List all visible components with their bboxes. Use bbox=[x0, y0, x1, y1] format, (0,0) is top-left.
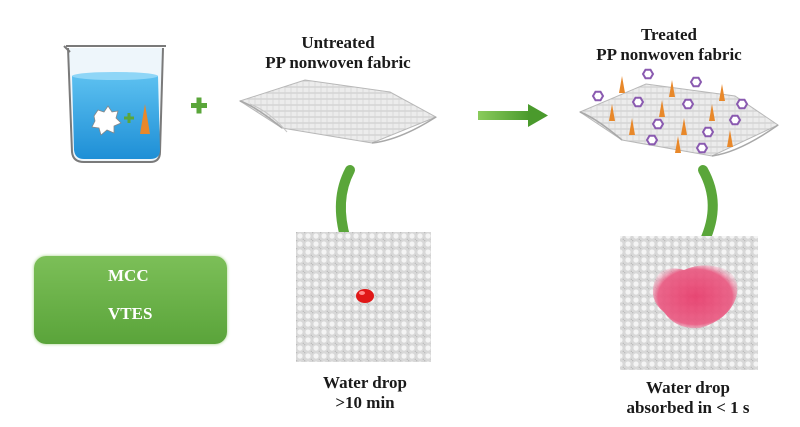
untreated-label: Untreated PP nonwoven fabric bbox=[250, 33, 426, 73]
grafted-mcc-icon bbox=[695, 142, 709, 154]
grafted-mcc-icon bbox=[689, 76, 703, 88]
right-result-label: Water drop absorbed in < 1 s bbox=[600, 378, 776, 418]
right-result-line2: absorbed in < 1 s bbox=[626, 398, 750, 417]
mcc-in-beaker-icon bbox=[91, 105, 122, 136]
treated-label-line1: Treated bbox=[640, 25, 698, 44]
legend-box bbox=[34, 256, 227, 344]
legend-label-mcc: MCC bbox=[108, 266, 149, 285]
left-result-label: Water drop >10 min bbox=[296, 373, 434, 413]
grafted-mcc-icon bbox=[681, 98, 695, 110]
right-result-line1: Water drop bbox=[646, 378, 730, 397]
untreated-label-line1: Untreated bbox=[301, 33, 375, 52]
grafted-vtes-icon bbox=[659, 100, 665, 117]
treated-fabric bbox=[578, 68, 780, 157]
grafted-vtes-icon bbox=[619, 76, 625, 93]
treated-label: Treated PP nonwoven fabric bbox=[576, 25, 762, 65]
grafted-mcc-icon bbox=[591, 90, 605, 102]
grafted-vtes-icon bbox=[727, 130, 733, 147]
grafted-vtes-icon bbox=[609, 104, 615, 121]
treated-label-line2: PP nonwoven fabric bbox=[596, 45, 742, 64]
grafted-mcc-icon bbox=[701, 126, 715, 138]
grafted-vtes-icon bbox=[719, 84, 725, 101]
untreated-label-line2: PP nonwoven fabric bbox=[265, 53, 411, 72]
absorbed-water-stain bbox=[652, 265, 738, 329]
grafted-vtes-icon bbox=[709, 104, 715, 121]
grafted-vtes-icon bbox=[669, 80, 675, 97]
grafted-vtes-icon bbox=[681, 118, 687, 135]
treated-fabric-photo bbox=[620, 236, 758, 370]
process-arrow-right bbox=[478, 104, 548, 127]
vtes-in-beaker-icon bbox=[140, 104, 150, 134]
grafted-vtes-icon bbox=[629, 118, 635, 135]
grafted-mcc-icon bbox=[645, 134, 659, 146]
untreated-fabric bbox=[238, 79, 438, 144]
grafted-mcc-icon bbox=[735, 98, 749, 110]
untreated-fabric-photo bbox=[296, 232, 431, 362]
grafted-mcc-icon bbox=[651, 118, 665, 130]
grafted-mcc-icon bbox=[728, 114, 742, 126]
water-drop-red bbox=[356, 289, 374, 303]
grafted-mcc-icon bbox=[641, 68, 655, 80]
legend-label-vtes: VTES bbox=[108, 304, 153, 323]
beaker-icon bbox=[63, 45, 166, 163]
left-result-line2: >10 min bbox=[335, 393, 395, 412]
left-result-line1: Water drop bbox=[323, 373, 407, 392]
grafted-mcc-icon bbox=[631, 96, 645, 108]
plus-icon bbox=[191, 97, 207, 114]
grafted-vtes-icon bbox=[675, 136, 681, 153]
